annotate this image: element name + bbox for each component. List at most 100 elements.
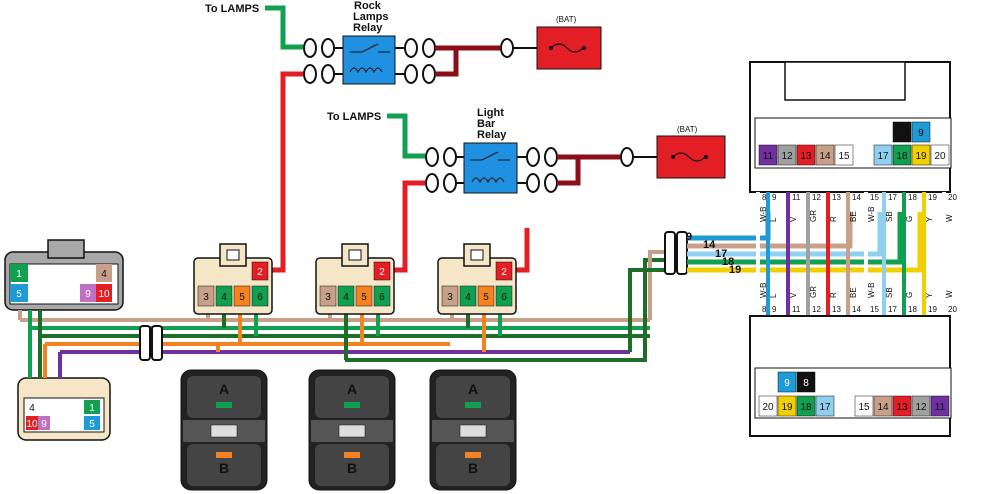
lower-pin-label-13: 13: [896, 402, 908, 413]
switch-label-top-2: A: [347, 381, 357, 397]
wire-code-top-3: GR: [809, 210, 818, 222]
svg-text:5: 5: [16, 289, 22, 300]
wire-num-top-2: 11: [792, 193, 801, 202]
svg-text:1: 1: [16, 269, 22, 280]
upper-pin-15: 15: [834, 144, 854, 166]
lower-pin-20: 20: [758, 395, 778, 417]
upper-top-pin-8: 8: [892, 121, 912, 143]
light-bar-relay-group: To LAMPS Light Bar Relay (BAT): [327, 107, 726, 273]
wire-code-bot-7: SB: [885, 287, 894, 298]
bat-label-2: (BAT): [677, 125, 698, 134]
relay2-label-line1: Light: [477, 107, 504, 119]
wire-code-top-7: SB: [885, 211, 894, 222]
upper-pin-19: 19: [911, 144, 931, 166]
upper-pin-label-15: 15: [838, 151, 850, 162]
switch-conn-pin-1-6: 6: [257, 292, 263, 303]
lower-pin-18: 18: [796, 395, 816, 417]
switch-conn-pin-1-5: 5: [239, 292, 245, 303]
relay3-feed-wire: [512, 228, 530, 273]
upper-pin-label-18: 18: [896, 151, 908, 162]
wire-code-top-5: BE: [849, 211, 858, 222]
lamps-wire-1: [265, 5, 303, 50]
svg-text:10: 10: [98, 289, 110, 300]
wire-num-bot-2: 11: [792, 305, 801, 314]
wire-code-bot-2: V: [789, 292, 798, 298]
upper-pin-label-12: 12: [781, 151, 793, 162]
switch-conn-pin-3-4: 4: [465, 292, 471, 303]
switch-label-bottom-3: B: [468, 460, 478, 476]
lower-pin-13: 13: [892, 395, 912, 417]
wire-code-top-2: V: [789, 216, 798, 222]
lower-top-pin-8: 8: [796, 371, 816, 393]
svg-text:5: 5: [89, 419, 95, 430]
upper-pin-11: 11: [758, 144, 778, 166]
lower-pin-15: 15: [854, 395, 874, 417]
rock-lamps-relay: [342, 35, 396, 85]
light-bar-relay: [463, 142, 518, 194]
svg-text:10: 10: [26, 419, 38, 430]
wire-num-top-5: 14: [852, 193, 861, 202]
inline-connector-left-b: [151, 325, 163, 361]
svg-text:4: 4: [29, 403, 35, 414]
wire-code-bot-8: G: [905, 292, 914, 298]
switch-conn-pin-1-4: 4: [221, 292, 227, 303]
relay1-feed-wire: [268, 71, 303, 273]
lower-top-pin-label-8: 8: [803, 378, 809, 389]
battery-fuse-2: [656, 135, 726, 179]
upper-pin-label-19: 19: [915, 151, 927, 162]
upper-pin-17: 17: [873, 144, 893, 166]
wire-code-top-0: W-B: [759, 207, 768, 222]
wire-code-bot-9: Y: [925, 292, 934, 298]
upper-pin-label-13: 13: [800, 151, 812, 162]
upper-pin-label-20: 20: [934, 151, 946, 162]
upper-pin-13: 13: [796, 144, 816, 166]
main-connector-wires: 8W-B8W-B9L9L11V11V12GR12GR13R13R14BE14BE…: [756, 192, 957, 316]
switch-conn-pin-2-6: 6: [379, 292, 385, 303]
lower-pin-label-17: 17: [819, 402, 831, 413]
wire-num-bot-7: 17: [888, 305, 897, 314]
svg-text:4: 4: [101, 269, 107, 280]
wire-num-top-8: 18: [908, 193, 917, 202]
wire-code-bot-4: R: [829, 292, 838, 298]
wire-num-top-1: 9: [772, 193, 777, 202]
wire-num-bot-3: 12: [812, 305, 821, 314]
wire-num-bot-4: 13: [832, 305, 841, 314]
lower-pin-label-15: 15: [858, 402, 870, 413]
svg-text:1: 1: [89, 403, 95, 414]
wire-code-bot-3: GR: [809, 286, 818, 298]
switch-conn-pin-2-4: 4: [343, 292, 349, 303]
wire-code-bot-10: W: [945, 290, 954, 298]
lower-pin-label-12: 12: [915, 402, 927, 413]
wire-code-top-6: W-B: [867, 207, 876, 222]
relay1-label-line1: Rock: [354, 0, 382, 12]
upper-pin-label-11: 11: [763, 151, 774, 162]
wire-code-top-9: Y: [925, 216, 934, 222]
switch-conn-pin-3-6: 6: [501, 292, 507, 303]
switch-conn-pin-2-5: 5: [361, 292, 367, 303]
lower-pin-label-11: 11: [935, 402, 946, 413]
lower-pin-11: 11: [930, 395, 950, 417]
rocker-switch-3: AB: [429, 369, 517, 491]
relay2-feed-wire: [390, 180, 425, 273]
switch-label-top-3: A: [468, 381, 478, 397]
bus-num-19: 19: [729, 264, 741, 276]
rocker-switch-2: AB: [308, 369, 396, 491]
lower-pin-label-20: 20: [762, 402, 774, 413]
lower-pin-label-18: 18: [800, 402, 812, 413]
wire-code-top-4: R: [829, 216, 838, 222]
upper-pin-12: 12: [777, 144, 797, 166]
wire-code-bot-5: BE: [849, 287, 858, 298]
svg-text:9: 9: [85, 289, 91, 300]
